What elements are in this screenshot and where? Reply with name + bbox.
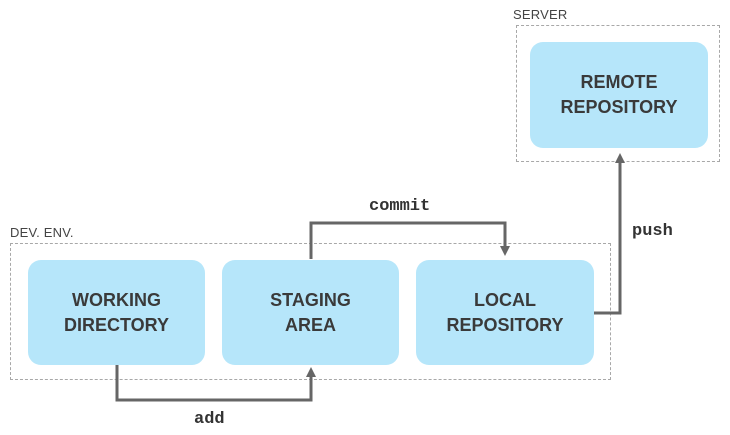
add-label: add [194, 410, 225, 429]
commit-label: commit [369, 197, 431, 216]
server-zone-label: SERVER [513, 7, 568, 22]
local-repository-label: LOCAL REPOSITORY [446, 289, 564, 335]
working-directory-label: WORKING DIRECTORY [63, 289, 169, 335]
staging-area-node[interactable]: STAGING AREA [222, 260, 399, 365]
staging-area-label: STAGING AREA [270, 289, 351, 335]
remote-repository-node[interactable]: REMOTE REPOSITORY [530, 42, 708, 148]
working-directory-node[interactable]: WORKING DIRECTORY [28, 260, 205, 365]
local-repository-node[interactable]: LOCAL REPOSITORY [416, 260, 594, 365]
push-label: push [632, 222, 673, 241]
remote-repository-label: REMOTE REPOSITORY [560, 72, 678, 117]
dev-env-zone-label: DEV. ENV. [10, 225, 74, 240]
